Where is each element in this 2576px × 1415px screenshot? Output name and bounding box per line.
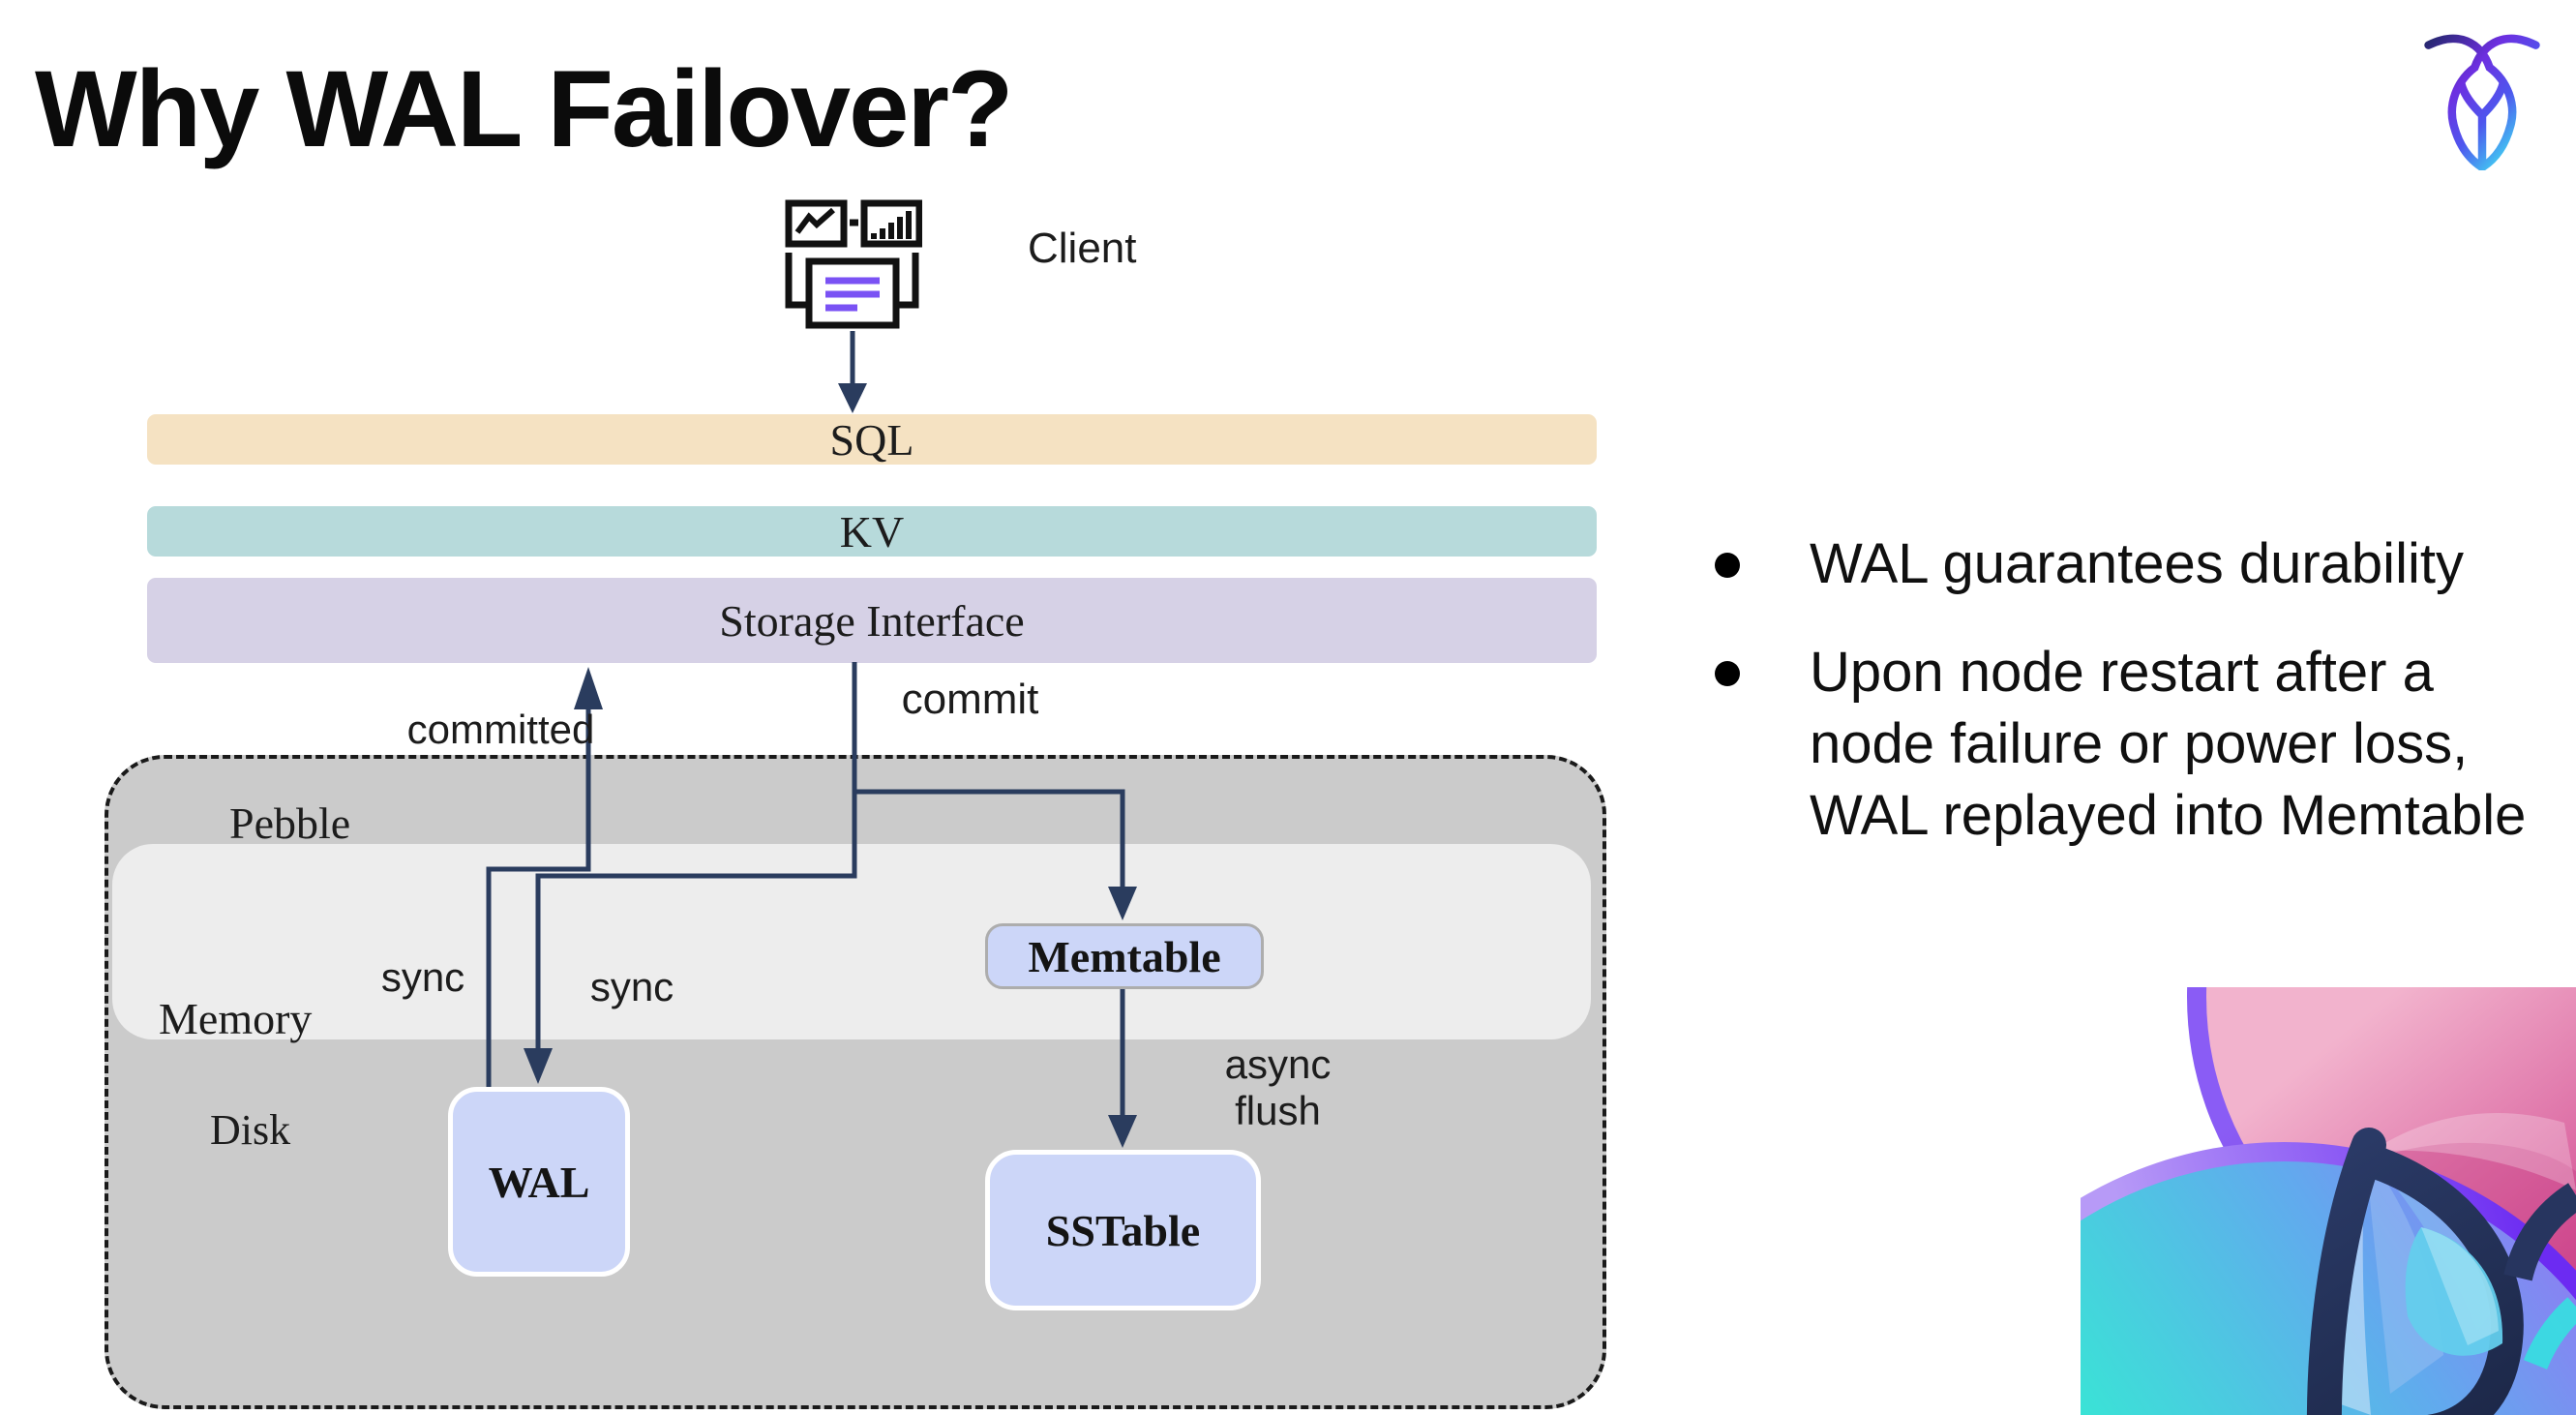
client-label: Client [1028,225,1137,272]
cockroachdb-corner-art [2081,987,2576,1415]
wal-node: WAL [448,1087,630,1277]
memtable-label: Memtable [1028,931,1221,981]
edge-label-async-flush: async flush [1224,1041,1332,1133]
layer-bar-kv: KV [147,506,1597,557]
memtable-node: Memtable [985,923,1264,989]
memory-label: Memory [159,994,313,1043]
bullet-icon [1715,553,1740,578]
sstable-node: SSTable [985,1150,1261,1310]
arrowhead-into-storage-interface [574,667,603,709]
list-item: WAL guarantees durability [1715,528,2566,600]
edge-label-committed: committed [406,707,595,752]
sstable-label: SSTable [1045,1205,1201,1255]
bullet-text: Upon node restart after a [1810,641,2434,704]
bullet-text: WAL replayed into Memtable [1810,784,2527,847]
memory-band [112,844,1591,1039]
edge-label-sync-left: sync [380,954,465,1000]
wal-label: WAL [488,1157,590,1207]
layer-label-sql: SQL [829,414,914,465]
layer-bar-storage-interface: Storage Interface [147,578,1597,663]
disk-label: Disk [210,1106,291,1154]
layer-bar-sql: SQL [147,414,1597,465]
list-item: Upon node restart after a node failure o… [1715,637,2566,852]
page-title: Why WAL Failover? [35,48,1013,169]
client-monitoring-terminal-icon [782,198,922,329]
bullet-text: WAL guarantees durability [1810,532,2464,595]
bullet-text: node failure or power loss, [1810,712,2469,775]
arrowhead-into-sql [838,383,867,413]
cockroachdb-logo-icon [2408,21,2557,170]
edge-label-sync-right: sync [589,964,674,1009]
bullet-list: WAL guarantees durability Upon node rest… [1715,528,2566,852]
layer-label-storage-interface: Storage Interface [719,595,1025,646]
layer-label-kv: KV [839,506,905,557]
bullet-icon [1715,661,1740,686]
edge-label-commit: commit [901,676,1039,723]
pebble-label: Pebble [229,798,351,848]
